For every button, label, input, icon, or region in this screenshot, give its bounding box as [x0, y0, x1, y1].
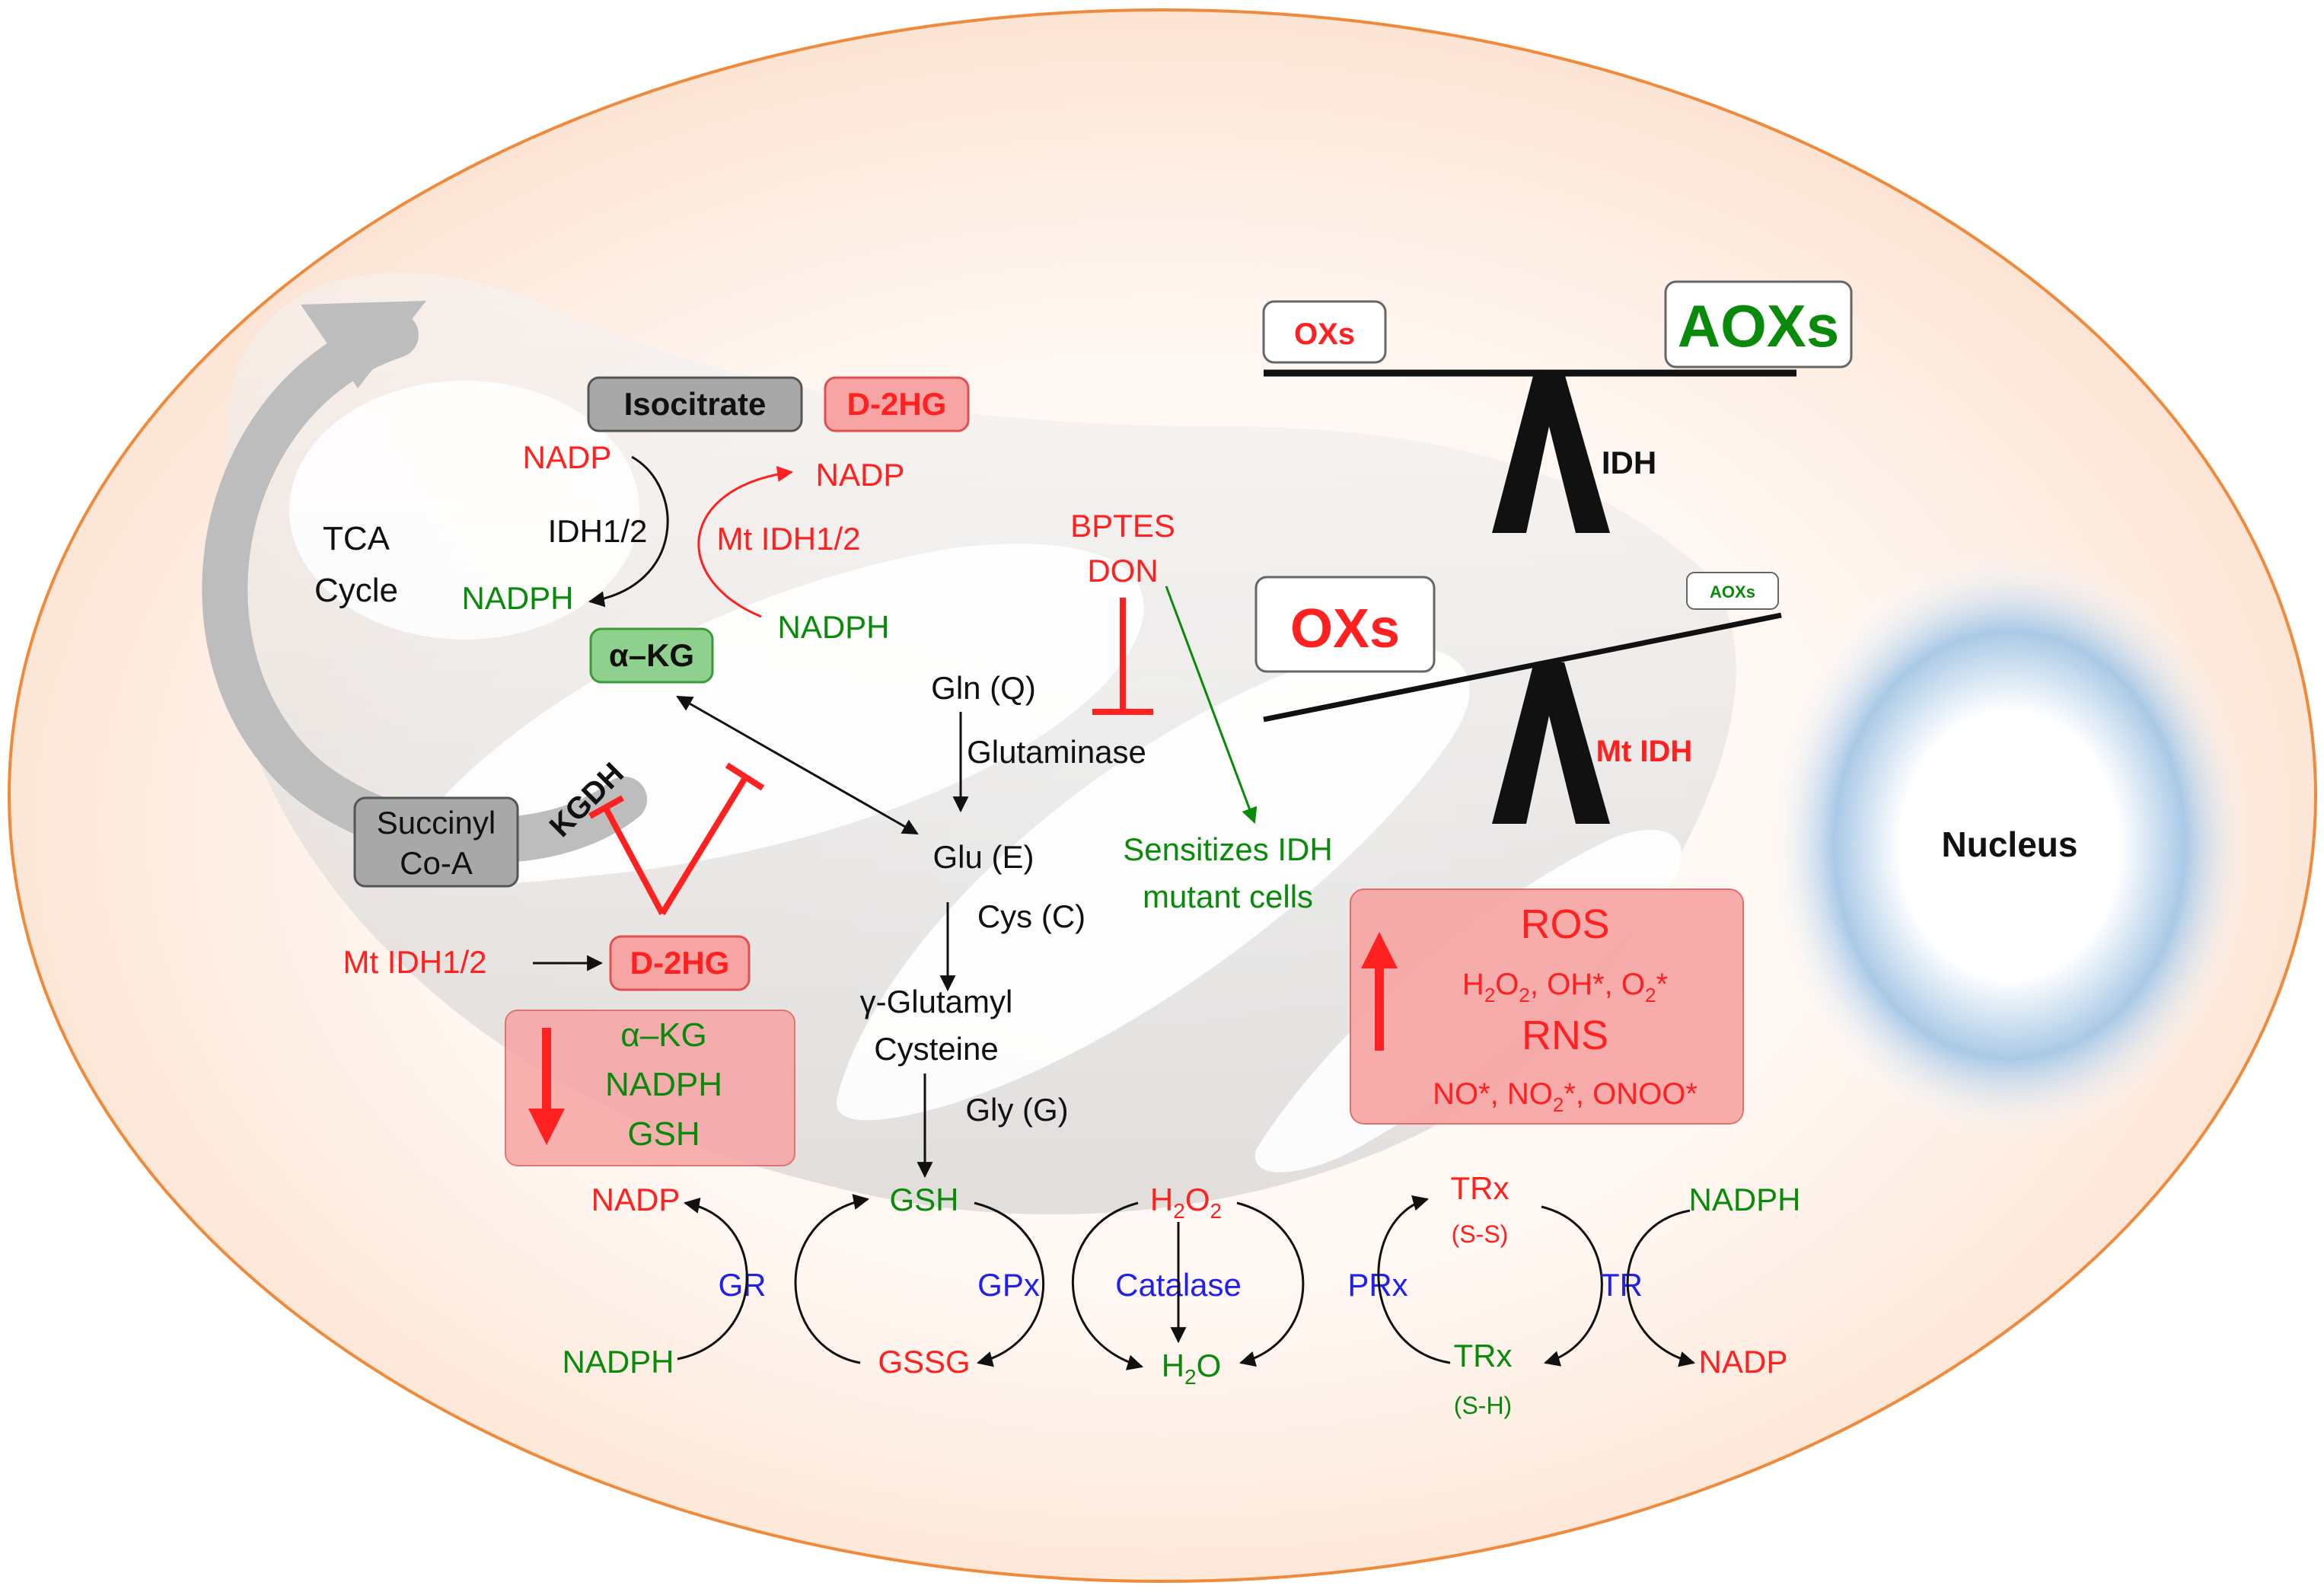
- gr-label: GR: [719, 1267, 767, 1303]
- tca-title-2: Cycle: [314, 572, 398, 609]
- glutaminase-inhibition: [1092, 598, 1153, 715]
- nadp-gr: NADP: [591, 1182, 681, 1217]
- ox-bottom-label: OXs: [1290, 598, 1400, 659]
- fulcrum-bottom: [1492, 662, 1610, 824]
- mt-idh12-bottom: Mt IDH1/2: [343, 944, 486, 980]
- gglu-label-1: γ-Glutamyl: [860, 984, 1013, 1019]
- mt-idh-curve-arrow: [697, 466, 794, 618]
- gln-label: Gln (Q): [931, 670, 1036, 706]
- gsh-label: GSH: [889, 1182, 958, 1217]
- gpx-label: GPx: [977, 1267, 1040, 1303]
- idh12-label: IDH1/2: [548, 513, 648, 549]
- rns-species: NO*, NO2*, ONOO*: [1433, 1077, 1698, 1116]
- cys-label: Cys (C): [977, 898, 1085, 934]
- succinyl-box: [353, 796, 519, 888]
- bptes-label: BPTES: [1070, 508, 1175, 544]
- d2hg-top-box: [824, 376, 970, 432]
- ox-bottom-box: [1254, 576, 1436, 673]
- gssg-label: GSSG: [878, 1344, 970, 1380]
- ox-top-box: [1262, 300, 1387, 364]
- decrease-box: [505, 1010, 795, 1166]
- tca-cycle-arrowhead: [301, 301, 426, 388]
- ros-species: H2O2, OH*, O2*: [1462, 968, 1668, 1007]
- nadph-gr: NADPH: [562, 1344, 674, 1380]
- isocitrate-label: Isocitrate: [624, 386, 767, 422]
- trx-bottom-sub: (S-H): [1454, 1392, 1512, 1419]
- ros-label: ROS: [1520, 901, 1609, 947]
- sensitize-arrow: [1165, 585, 1258, 824]
- mt-idh-label: Mt IDH: [1596, 735, 1693, 768]
- nucleus: [1766, 548, 2253, 1142]
- nadp-right: NADP: [816, 457, 905, 493]
- nadph-right: NADPH: [777, 609, 889, 645]
- aox-bottom-label: AOXs: [1710, 582, 1755, 601]
- tr-label: TR: [1600, 1267, 1643, 1303]
- gr-cycle-left: [677, 1198, 748, 1361]
- tr-cycle-left: [1541, 1205, 1603, 1367]
- akg-label: α–KG: [609, 637, 694, 673]
- prx-cycle-left: [1236, 1201, 1305, 1367]
- d2hg-top-label: D-2HG: [847, 386, 947, 422]
- aox-top-label: AOXs: [1678, 292, 1839, 359]
- balance-bottom: OXs AOXs Mt IDH: [1254, 572, 1782, 824]
- beam-bottom: [1263, 612, 1782, 723]
- idh-label: IDH: [1602, 445, 1656, 480]
- akg-box: [589, 627, 714, 684]
- isocitrate-box: [587, 376, 803, 432]
- nadp-tr: NADP: [1699, 1344, 1788, 1380]
- d2hg-bottom-box: [609, 935, 751, 991]
- mt-idh12-label: Mt IDH1/2: [716, 521, 860, 557]
- nadph-tr: NADPH: [1688, 1182, 1800, 1217]
- prx-cycle-right: [1377, 1195, 1451, 1364]
- d2hg-bottom-label: D-2HG: [630, 945, 730, 981]
- trx-top-label: TRx: [1451, 1170, 1509, 1206]
- ros-box: [1350, 889, 1744, 1125]
- succinyl-label-2: Co-A: [400, 845, 473, 881]
- aox-top-box: [1664, 280, 1853, 368]
- gglu-label-2: Cysteine: [874, 1031, 998, 1067]
- decrease-item: α–KG: [620, 1016, 706, 1054]
- nadph-left: NADPH: [461, 580, 573, 616]
- idh-curve-arrow: [588, 455, 669, 608]
- ox-top-label: OXs: [1294, 317, 1355, 351]
- trx-bottom-label: TRx: [1454, 1338, 1513, 1373]
- gpx-cycle-right: [1071, 1201, 1144, 1370]
- gr-cycle-right: [794, 1194, 870, 1364]
- trx-top-sub: (S-S): [1452, 1220, 1509, 1248]
- gly-label: Gly (G): [965, 1092, 1068, 1128]
- decrease-item: GSH: [627, 1115, 700, 1153]
- balance-top: OXs AOXs IDH: [1262, 280, 1853, 533]
- don-label: DON: [1087, 553, 1158, 589]
- nadp-left: NADP: [523, 439, 612, 475]
- succinyl-label-1: Succinyl: [377, 805, 496, 841]
- fulcrum-top: [1492, 373, 1610, 533]
- sensitizes-label-2: mutant cells: [1143, 879, 1313, 914]
- nucleus-label: Nucleus: [1942, 825, 2078, 864]
- glutaminase-label: Glutaminase: [967, 734, 1146, 770]
- glu-label: Glu (E): [932, 839, 1034, 875]
- decrease-item: NADPH: [605, 1066, 722, 1103]
- gpx-cycle-left: [974, 1201, 1045, 1367]
- tr-cycle-right: [1626, 1209, 1696, 1367]
- tca-title: TCA: [323, 520, 391, 557]
- h2o2-label: H2O2: [1150, 1182, 1222, 1223]
- aox-bottom-box: [1686, 572, 1779, 610]
- sensitizes-label-1: Sensitizes IDH: [1123, 831, 1332, 867]
- akg-glu-arrow: [676, 695, 919, 835]
- rns-label: RNS: [1522, 1013, 1608, 1058]
- h2o-label: H2O: [1162, 1348, 1222, 1389]
